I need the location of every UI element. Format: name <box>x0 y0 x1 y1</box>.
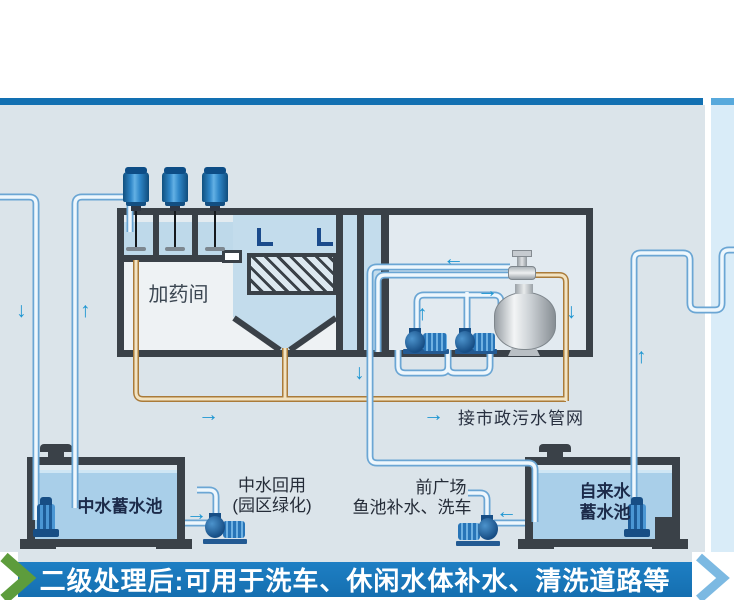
flow-arrow-right-icon: → <box>477 279 498 302</box>
tap-tank-step <box>655 517 672 539</box>
dosing-room <box>124 262 233 350</box>
sewer-network-label: 接市政污水管网 <box>458 409 584 428</box>
plaza-label-line2: 鱼池补水、洗车 <box>352 498 472 517</box>
cell-divider-1 <box>153 215 159 262</box>
reclaimed-tank-foot-right <box>156 539 192 549</box>
weir-mark-left <box>257 228 273 246</box>
pump-room-left-wall <box>381 215 389 350</box>
flow-arrow-up-icon: ↑ <box>636 345 647 368</box>
reclaimed-tank-water <box>35 470 177 539</box>
banner-chevron-green-icon <box>0 552 37 600</box>
tap-tank-water <box>533 470 672 539</box>
cells-floor <box>124 255 233 262</box>
channel-divider-wall <box>357 215 364 350</box>
reclaimed-tank-label: 中水蓄水池 <box>77 497 163 516</box>
tap-tank-label-line1: 自来水 <box>579 482 631 501</box>
banner-chevron-blue-icon <box>696 553 730 600</box>
flow-arrow-down-icon: ↓ <box>566 300 577 323</box>
flow-arrow-down-icon: ↓ <box>16 299 27 322</box>
weir-mark-right <box>317 228 333 246</box>
plaza-label-line1: 前广场 <box>415 478 467 497</box>
banner-text: 二级处理后:可用于洗车、休闲水体补水、清洗道路等 <box>39 566 671 596</box>
banner-band: 二级处理后:可用于洗车、休闲水体补水、清洗道路等 <box>18 562 692 597</box>
banner-bottom-white <box>0 597 734 600</box>
reuse-label-line2: (园区绿化) <box>232 496 312 515</box>
cell-divider-2 <box>192 215 198 262</box>
settler-hatch-block <box>247 253 337 295</box>
tap-tank-foot-right <box>652 539 688 549</box>
flow-arrow-right-icon: → <box>186 502 207 525</box>
top-bar-accent <box>711 98 734 105</box>
tap-tank-label-line2: 蓄水池 <box>579 503 631 522</box>
flow-arrow-left-icon: ← <box>443 247 464 270</box>
main-tank-outline <box>117 208 593 357</box>
dosing-room-label: 加药间 <box>148 284 209 306</box>
transfer-box <box>222 250 242 263</box>
flow-arrow-up-icon: ↑ <box>80 299 91 322</box>
right-panel <box>711 105 734 600</box>
channel-1-water <box>343 215 357 350</box>
tap-tank-manhole-icon <box>539 444 571 452</box>
blue-water-pipes <box>0 197 734 523</box>
flow-arrow-down-icon: ↓ <box>354 361 365 384</box>
flow-arrow-left-icon: ← <box>496 500 517 523</box>
reclaimed-tank-manhole-neck <box>48 452 64 459</box>
reuse-label-line1: 中水回用 <box>238 476 306 495</box>
tap-tank-foot-left <box>518 539 554 549</box>
top-bar <box>0 98 703 105</box>
clarifier-right-wall <box>336 215 343 350</box>
tap-tank-manhole-neck <box>547 452 563 459</box>
flow-arrow-up-icon: ↑ <box>417 302 428 325</box>
divider-white-stripe <box>705 98 711 600</box>
reclaimed-tank-manhole-icon <box>40 444 72 452</box>
flow-arrow-right-icon: → <box>423 403 444 426</box>
reclaimed-tank-foot-left <box>20 539 56 549</box>
flow-arrow-right-icon: → <box>198 403 219 426</box>
